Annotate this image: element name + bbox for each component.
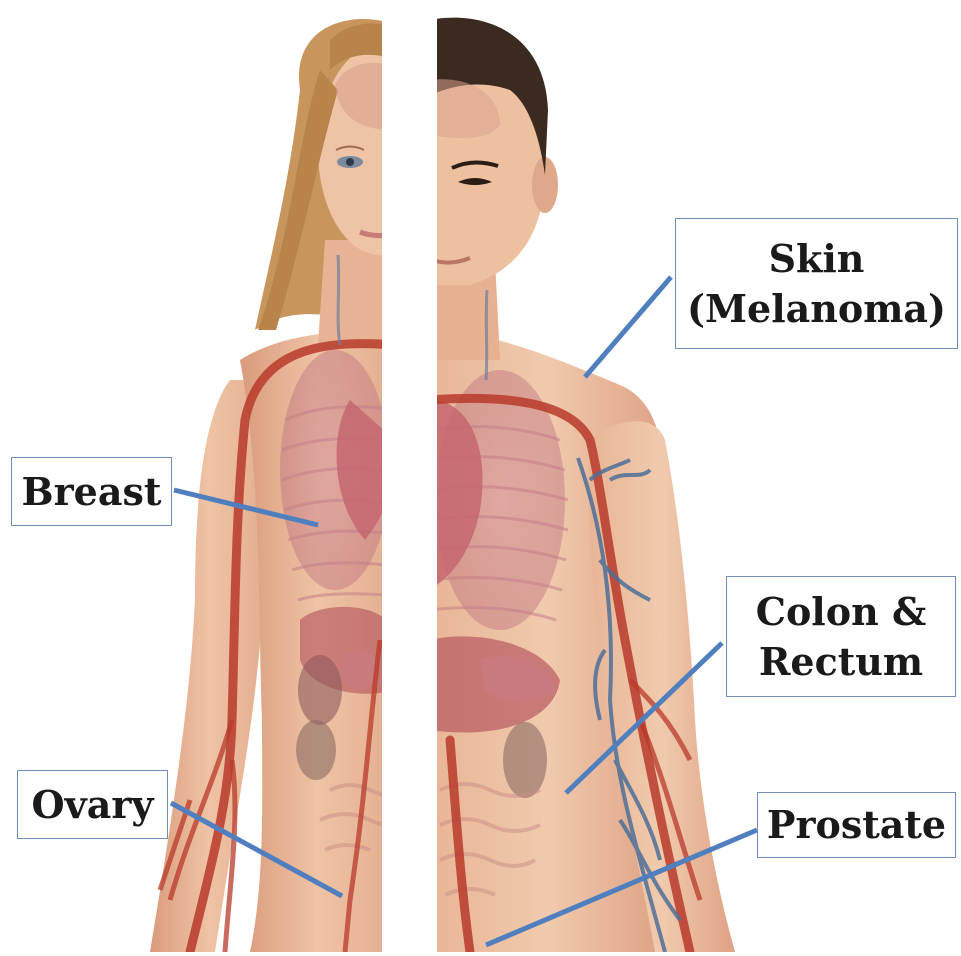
colon-label-line2: Rectum xyxy=(759,637,923,687)
prostate-label-text: Prostate xyxy=(767,800,946,850)
male-anatomy-figure xyxy=(430,18,735,952)
female-anatomy-figure xyxy=(150,19,442,952)
ovary-label: Ovary xyxy=(17,770,168,839)
ovary-label-text: Ovary xyxy=(32,780,154,830)
colon-label-line1: Colon & xyxy=(756,587,927,637)
skin-leader-line xyxy=(585,277,671,377)
skin-label-line1: Skin xyxy=(769,234,865,284)
colon-rectum-label: Colon & Rectum xyxy=(726,576,956,697)
breast-label-text: Breast xyxy=(22,467,162,517)
skin-label-line2: (Melanoma) xyxy=(687,284,946,334)
breast-label: Breast xyxy=(11,457,172,526)
prostate-label: Prostate xyxy=(757,792,956,858)
skin-melanoma-label: Skin (Melanoma) xyxy=(675,218,958,349)
